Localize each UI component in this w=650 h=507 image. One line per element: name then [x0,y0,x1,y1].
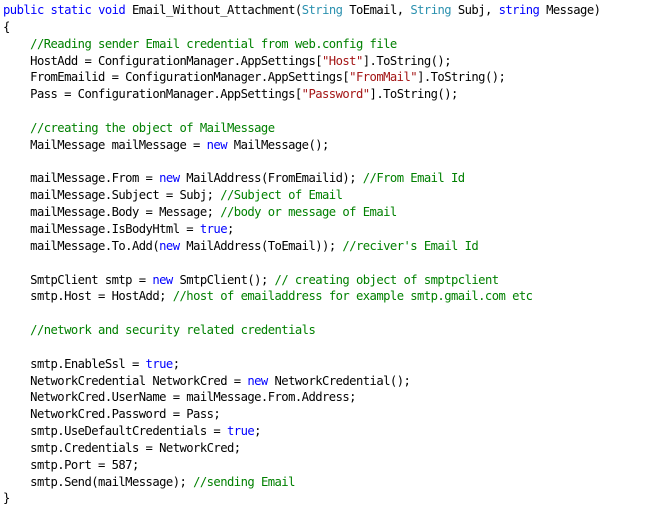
code-text: Subj, [451,3,499,17]
code-text: ; [172,356,180,371]
code-text [3,323,30,337]
code-text: ].ToString(); [417,70,506,85]
code-text: NetworkCred.UserName = mailMessage.From.… [3,390,356,405]
keyword-token: true [145,356,174,371]
code-line: //creating the object of MailMessage [3,120,600,137]
code-line: ​ [3,305,600,322]
code-text: mailMessage.To.Add( [3,238,160,253]
string-token: "FromMail" [349,70,418,85]
code-text: HostAdd = ConfigurationManager.AppSettin… [3,53,323,68]
code-line: FromEmailid = ConfigurationManager.AppSe… [3,69,600,86]
comment-token: //host of emailaddress for example smtp.… [172,289,533,304]
code-line: smtp.Credentials = NetworkCred; [3,440,600,457]
code-line: ​ [3,255,600,272]
code-line: smtp.Send(mailMessage); //sending Email [3,474,600,491]
code-text: smtp.Port = 587; [3,457,139,472]
comment-token: //creating the object of MailMessage [30,120,275,135]
code-line: NetworkCred.Password = Pass; [3,406,600,423]
code-text: NetworkCred.Password = Pass; [3,407,221,422]
code-line: MailMessage mailMessage = new MailMessag… [3,137,600,154]
code-line: mailMessage.IsBodyHtml = true; [3,221,600,238]
code-text: { [3,19,10,34]
code-text: MailAddress(ToEmail)); [179,238,343,253]
code-text: smtp.UseDefaultCredentials = [3,424,227,439]
code-text: Pass = ConfigurationManager.AppSettings[ [3,87,302,102]
code-text [44,3,51,17]
code-line: SmtpClient smtp = new SmtpClient(); // c… [3,272,600,289]
code-text: FromEmailid = ConfigurationManager.AppSe… [3,70,350,85]
code-text: } [3,491,10,506]
code-text: Email_Without_Attachment( [125,3,302,17]
code-text: MailAddress(FromEmailid); [179,171,363,186]
code-text: MailMessage(); [227,137,330,152]
code-text: mailMessage.Subject = Subj; [3,188,221,203]
code-text: mailMessage.IsBodyHtml = [3,221,200,236]
code-line: smtp.Port = 587; [3,457,600,474]
code-line: HostAdd = ConfigurationManager.AppSettin… [3,53,600,70]
code-line: ​ [3,339,600,356]
code-line: NetworkCred.UserName = mailMessage.From.… [3,389,600,406]
code-text: ].ToString(); [369,87,459,102]
comment-token: // creating object of smptpclient [274,272,500,287]
keyword-token: string [498,3,540,17]
code-text: SmtpClient(); [172,272,275,287]
code-text: Message) [539,3,601,17]
code-text: MailMessage mailMessage = [3,137,207,152]
code-line: ​ [3,103,600,120]
code-editor[interactable]: public static void Email_Without_Attachm… [3,2,601,507]
code-text: ].ToString(); [362,53,452,68]
code-text: NetworkCredential(); [267,373,411,388]
code-line: mailMessage.Subject = Subj; //Subject of… [3,187,600,204]
keyword-token: new [247,373,268,388]
string-token: "Host" [322,53,363,68]
code-line: NetworkCredential NetworkCred = new Netw… [3,373,600,390]
comment-token: //reciver's Email Id [342,238,479,253]
keyword-token: new [159,171,180,186]
code-line: Pass = ConfigurationManager.AppSettings[… [3,86,600,103]
comment-token: //body or message of Email [220,205,397,220]
type-token: String [410,3,452,17]
code-text: ; [254,424,261,439]
code-text: ; [227,221,234,236]
code-line: mailMessage.From = new MailAddress(FromE… [3,170,600,187]
keyword-token: new [159,238,180,253]
comment-token: //sending Email [193,474,295,489]
code-text: smtp.Credentials = NetworkCred; [3,440,241,455]
code-line: //network and security related credentia… [3,322,600,339]
comment-token: //network and security related credentia… [30,323,316,338]
keyword-token: true [199,221,228,236]
string-token: "Password" [301,87,370,102]
keyword-token: true [227,424,255,439]
code-text: mailMessage.From = [3,171,160,186]
code-text: ToEmail, [342,3,411,17]
code-line: smtp.UseDefaultCredentials = true; [3,423,600,440]
code-line: smtp.EnableSsl = true; [3,356,600,373]
code-line: { [3,19,600,36]
code-line: public static void Email_Without_Attachm… [3,2,601,19]
keyword-token: static [50,3,92,17]
comment-token: //Subject of Email [220,188,343,203]
code-line: smtp.Host = HostAdd; //host of emailaddr… [3,288,600,305]
code-text: mailMessage.Body = Message; [3,205,221,220]
code-line: ​ [3,154,600,171]
comment-token: //Reading sender Email credential from w… [30,36,397,51]
keyword-token: new [152,272,173,287]
code-line: } [3,490,600,507]
code-text: NetworkCredential NetworkCred = [3,373,248,388]
type-token: String [301,3,343,17]
code-line: //Reading sender Email credential from w… [3,36,600,53]
code-line: mailMessage.To.Add(new MailAddress(ToEma… [3,238,600,255]
code-text: smtp.EnableSsl = [3,356,146,371]
keyword-token: new [206,137,228,152]
code-text: smtp.Send(mailMessage); [3,474,194,489]
comment-token: //From Email Id [362,171,465,186]
keyword-token: public [3,3,44,17]
code-text [3,37,30,51]
code-text: SmtpClient smtp = [3,272,153,287]
keyword-token: void [98,3,126,17]
code-text [3,121,30,135]
code-text: smtp.Host = HostAdd; [3,289,173,304]
code-line: mailMessage.Body = Message; //body or me… [3,204,600,221]
